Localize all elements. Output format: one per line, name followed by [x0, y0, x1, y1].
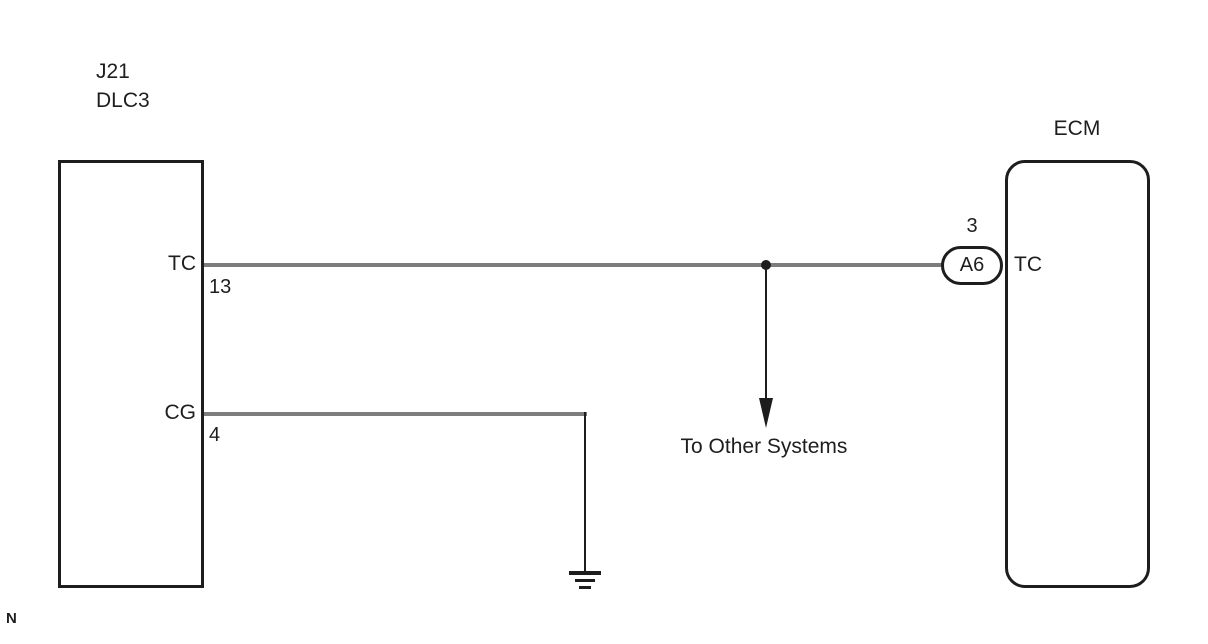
ground-icon	[569, 571, 601, 575]
dlc3-connector-box	[58, 160, 204, 588]
ground-icon-bar2	[575, 579, 595, 582]
cg-wire	[204, 412, 587, 416]
connector-code: J21	[96, 60, 130, 83]
connector-name: DLC3	[96, 89, 150, 112]
pin-tc-label: TC	[168, 252, 196, 275]
pin-cg-label: CG	[164, 401, 197, 424]
pin-cg-number: 4	[209, 424, 221, 446]
branch-arrow-head-icon	[759, 398, 773, 428]
ecm-tc-label: TC	[1014, 253, 1042, 276]
cg-ground-drop-line	[584, 412, 586, 573]
pin-tc-number: 13	[209, 276, 232, 298]
ecm-terminal-code: A6	[959, 254, 985, 276]
ecm-terminal-pin-number: 3	[966, 215, 978, 237]
ecm-terminal-oval: A6	[941, 246, 1003, 285]
branch-arrow-shaft	[765, 267, 767, 402]
ecm-title: ECM	[1053, 117, 1101, 140]
branch-label: To Other Systems	[680, 435, 848, 458]
ground-icon-bar3	[579, 586, 591, 589]
ecm-box	[1005, 160, 1150, 588]
junction-dot	[761, 260, 771, 270]
corner-label: N	[6, 610, 17, 627]
tc-wire	[204, 263, 946, 267]
